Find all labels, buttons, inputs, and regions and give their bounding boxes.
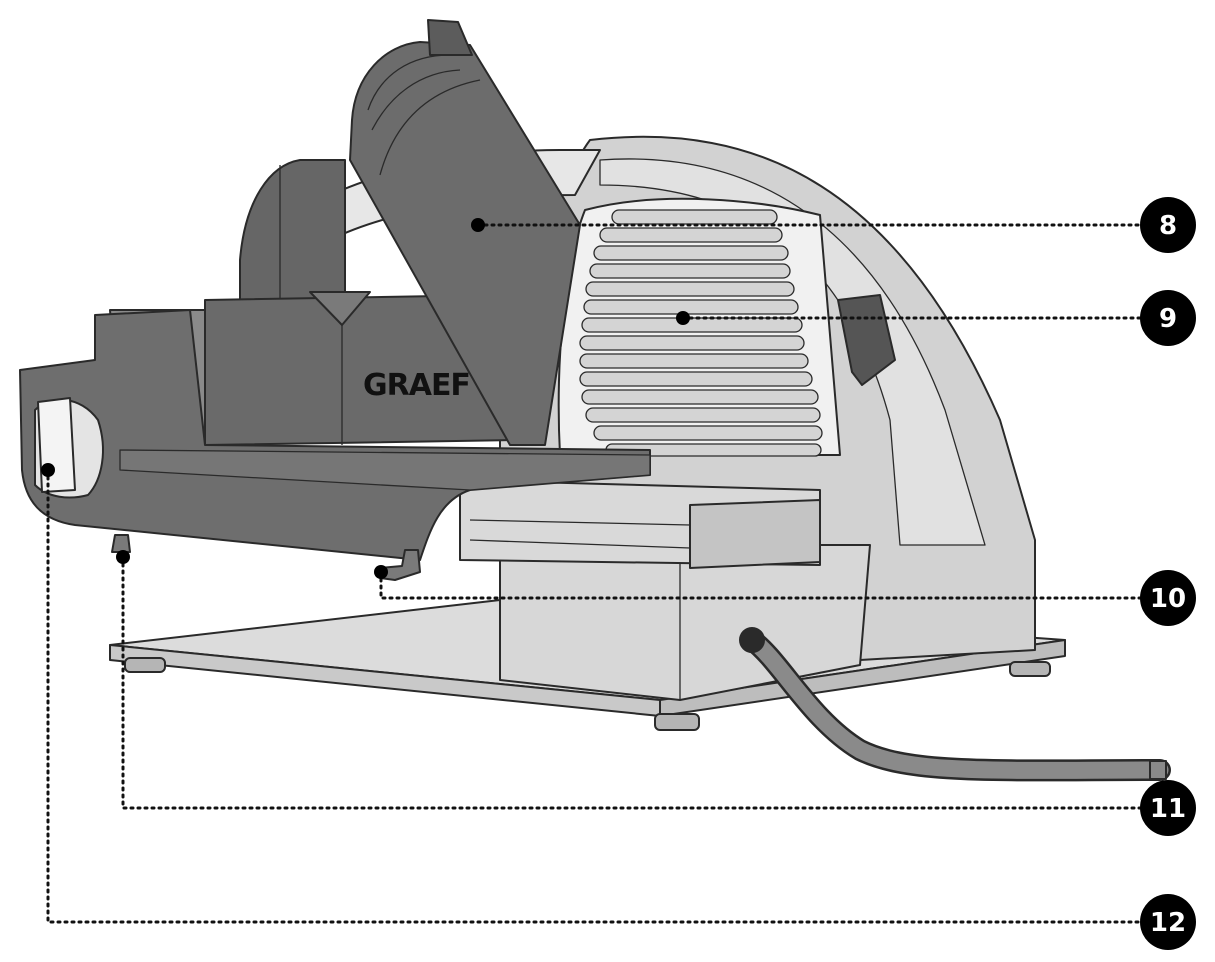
anchor-dot-10 [374, 565, 388, 579]
carriage-tray [19, 159, 821, 569]
callout-badge-8: 8 [1140, 197, 1196, 253]
callout-number-10: 10 [1150, 584, 1186, 614]
anchor-dot-8 [471, 218, 485, 232]
callout-number-12: 12 [1150, 908, 1186, 938]
callout-badge-9: 9 [1140, 290, 1196, 346]
callout-number-9: 9 [1159, 304, 1177, 334]
callout-badge-12: 12 [1140, 894, 1196, 950]
callout-number-11: 11 [1150, 794, 1186, 824]
leader-line-11 [121, 555, 1142, 810]
anchor-dot-11 [116, 550, 130, 564]
power-cord [739, 627, 1171, 782]
carriage-feet [111, 534, 421, 581]
leader-line-10 [379, 570, 1142, 600]
anchor-dots [41, 218, 690, 579]
callout-badge-10: 10 [1140, 570, 1196, 626]
brand-logo-text: GRAEF [363, 368, 470, 403]
callout-number-8: 8 [1159, 211, 1177, 241]
carriage-handle [349, 19, 581, 446]
callout-badge-11: 11 [1140, 780, 1196, 836]
blade-cover [557, 197, 841, 457]
anchor-dot-9 [676, 311, 690, 325]
anchor-dot-12 [41, 463, 55, 477]
leader-lines [46, 223, 1142, 924]
thickness-knob [34, 397, 104, 499]
